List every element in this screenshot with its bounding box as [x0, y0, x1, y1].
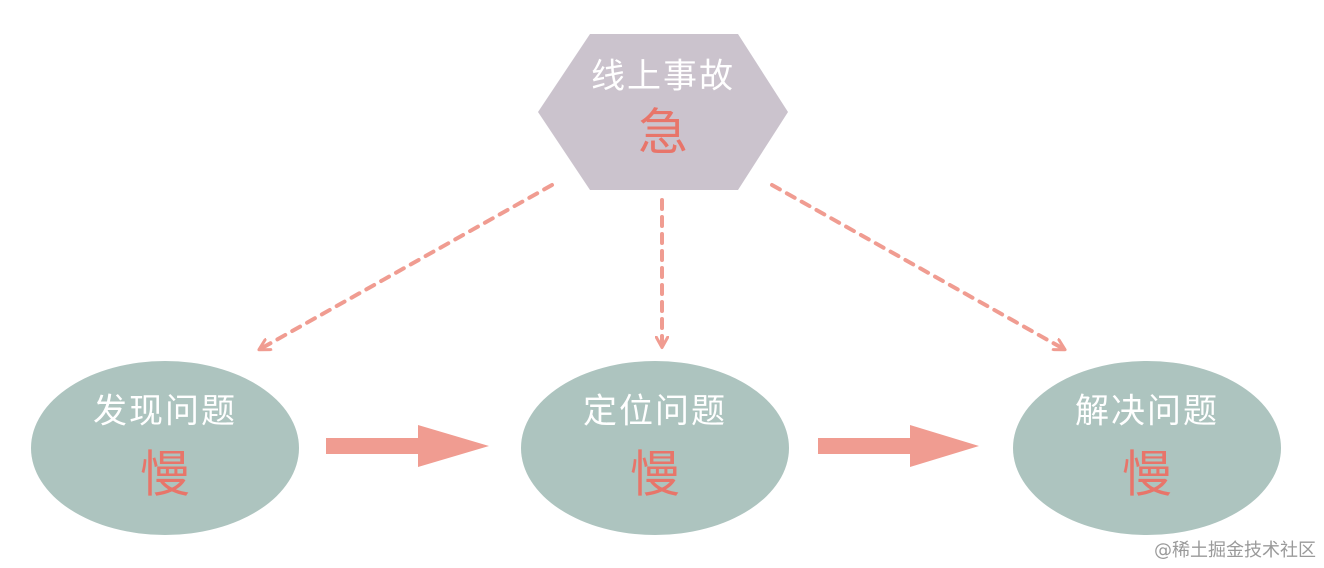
hexagon-shape	[538, 34, 788, 190]
ellipse-shape	[31, 361, 299, 535]
watermark: @稀土掘金技术社区	[1154, 540, 1316, 561]
dashed-arrow-to-resolve	[770, 183, 1062, 348]
hexagon-title: 线上事故	[591, 57, 735, 97]
node-tag: 慢	[140, 446, 190, 504]
ellipse-shape	[1013, 361, 1281, 535]
solid-arrow-locate-to-resolve	[818, 425, 979, 467]
node-locate-problem: 定位问题 慢	[521, 361, 789, 535]
node-discover-problem: 发现问题 慢	[31, 361, 299, 535]
incident-hexagon: 线上事故 急	[538, 34, 788, 190]
ellipse-shape	[521, 361, 789, 535]
node-tag: 慢	[630, 446, 680, 504]
solid-arrow-discover-to-locate	[326, 425, 489, 467]
node-tag: 慢	[1122, 446, 1172, 504]
node-title: 定位问题	[583, 392, 727, 432]
hexagon-tag: 急	[638, 104, 688, 162]
node-title: 解决问题	[1075, 392, 1219, 432]
dashed-arrow-to-discover	[262, 183, 554, 348]
node-title: 发现问题	[93, 392, 237, 432]
node-resolve-problem: 解决问题 慢	[1013, 361, 1281, 535]
